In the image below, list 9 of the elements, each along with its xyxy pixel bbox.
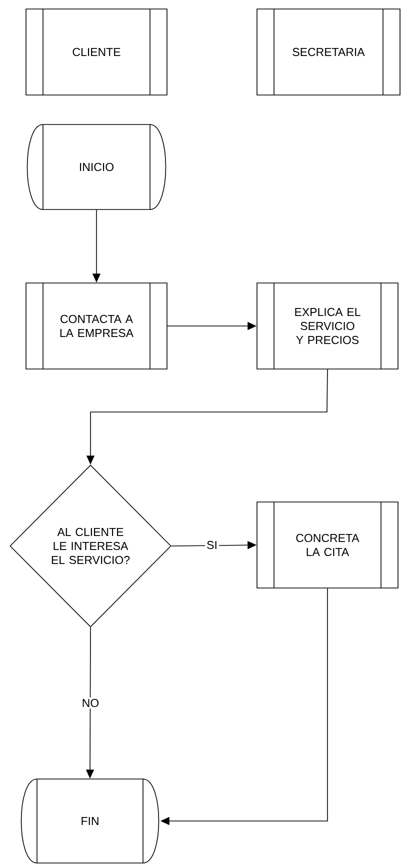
terminal-shape: INICIO	[26, 124, 166, 210]
terminal-shape: FIN	[20, 778, 160, 864]
process-box: CONTACTA A LA EMPRESA	[26, 282, 168, 370]
edge-label: SI	[205, 539, 219, 551]
process-box: CONCRETA LA CITA	[256, 502, 398, 588]
process-box: EXPLICA EL SERVICIO Y PRECIOS	[256, 282, 398, 370]
edge-label: NO	[80, 697, 101, 709]
process-box: SECRETARIA	[256, 8, 400, 96]
process-box: CLIENTE	[26, 8, 168, 96]
